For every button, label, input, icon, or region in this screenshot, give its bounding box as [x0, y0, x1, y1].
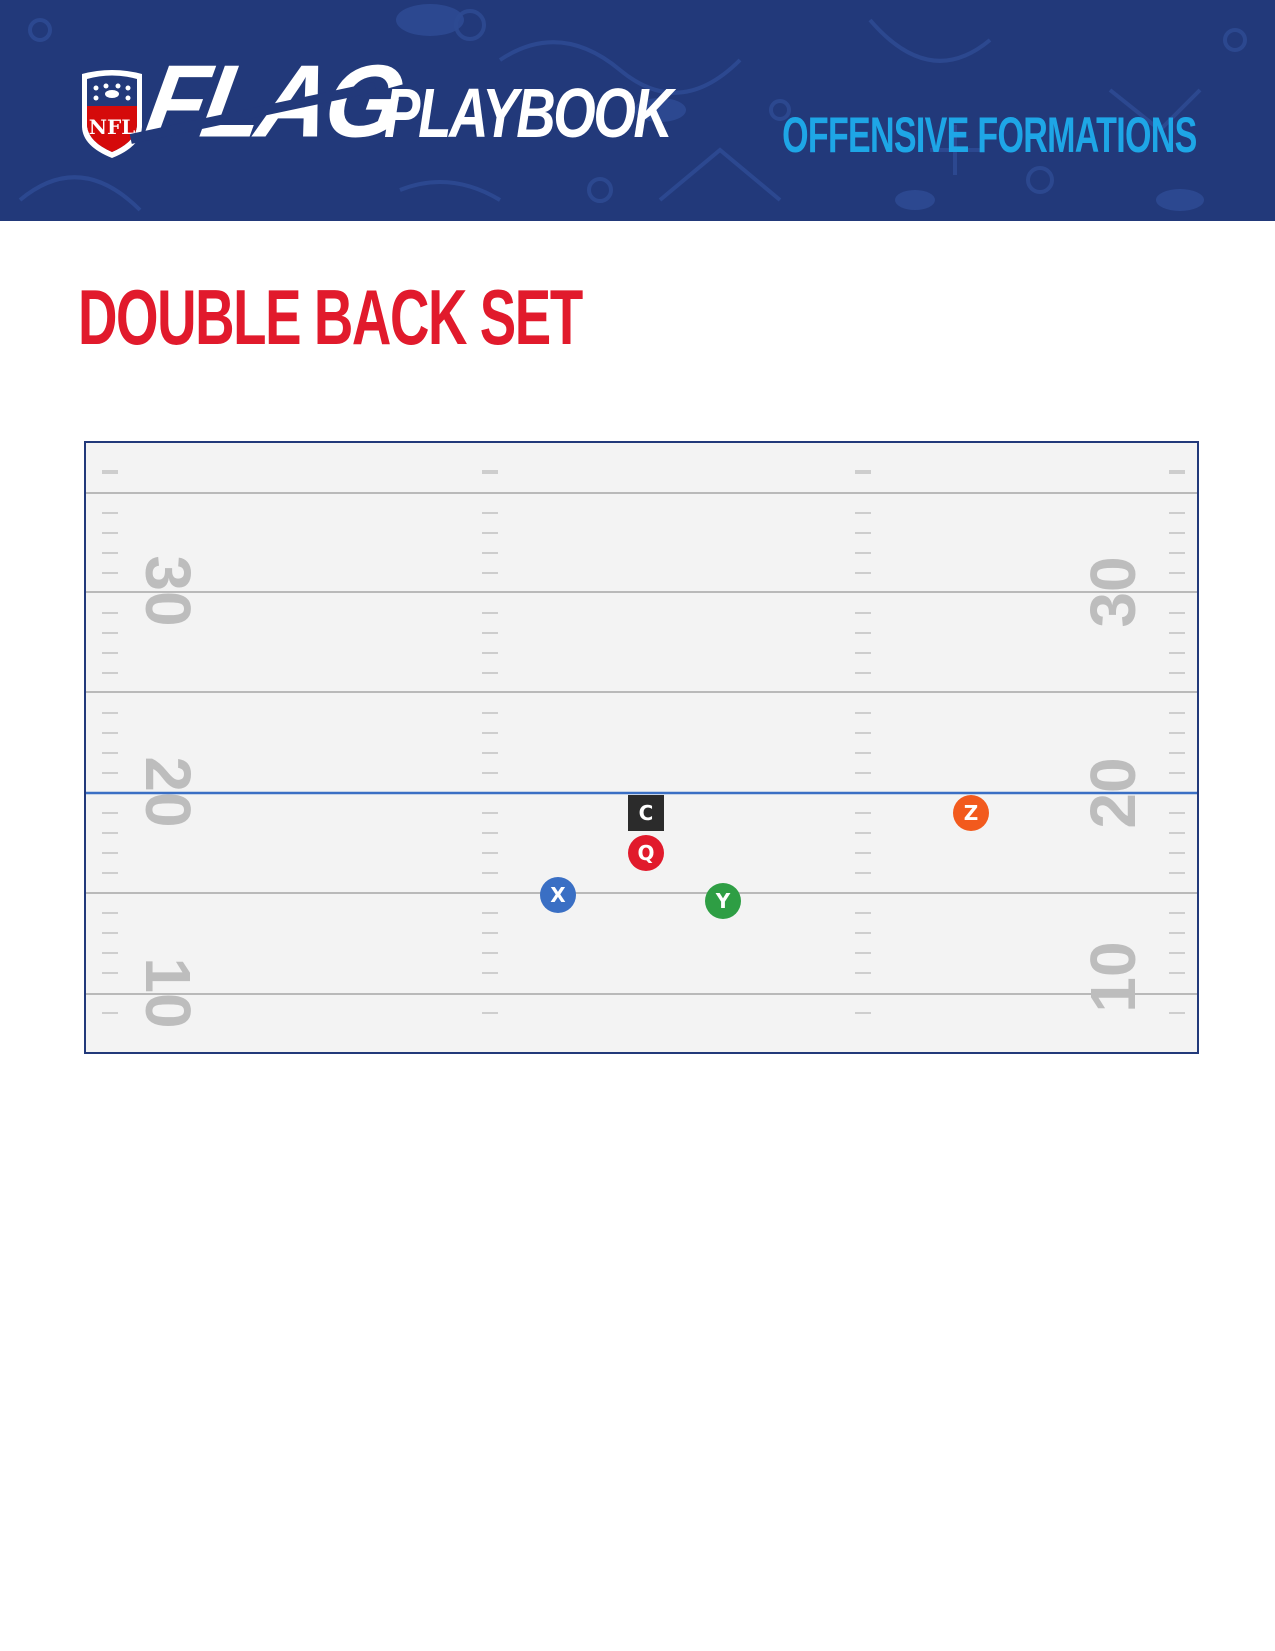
- brand-flag-wordmark: FLAG: [137, 43, 409, 159]
- yard-number-left: 20: [132, 756, 204, 827]
- player-x-receiver: X: [540, 877, 576, 913]
- yard-number-left: 10: [132, 957, 204, 1028]
- football-field: 30 20 10 30 20 10: [84, 441, 1199, 1054]
- player-q-quarterback: Q: [628, 835, 664, 871]
- field-markings: 30 20 10 30 20 10: [86, 470, 1197, 1029]
- header-pattern: [18, 4, 1247, 212]
- header-banner: NFL FLAG PLAYBOOK OFFENSIVE FORMATIONS: [0, 0, 1275, 221]
- player-y-receiver: Y: [705, 883, 741, 919]
- nfl-logo-text: NFL: [89, 115, 136, 139]
- page-title: DOUBLE BACK SET: [78, 273, 583, 361]
- yard-number-left: 30: [132, 555, 204, 626]
- brand-playbook-wordmark: PLAYBOOK: [384, 74, 673, 152]
- yard-number-right: 10: [1077, 941, 1149, 1012]
- yard-number-right: 20: [1077, 757, 1149, 828]
- section-label: OFFENSIVE FORMATIONS: [782, 107, 1197, 163]
- player-z-receiver: Z: [953, 795, 989, 831]
- player-c-center: C: [628, 795, 664, 831]
- nfl-shield-logo: NFL: [82, 70, 142, 158]
- football-icon: [105, 90, 119, 98]
- shield-stars: [93, 83, 131, 101]
- yard-number-right: 30: [1077, 556, 1149, 627]
